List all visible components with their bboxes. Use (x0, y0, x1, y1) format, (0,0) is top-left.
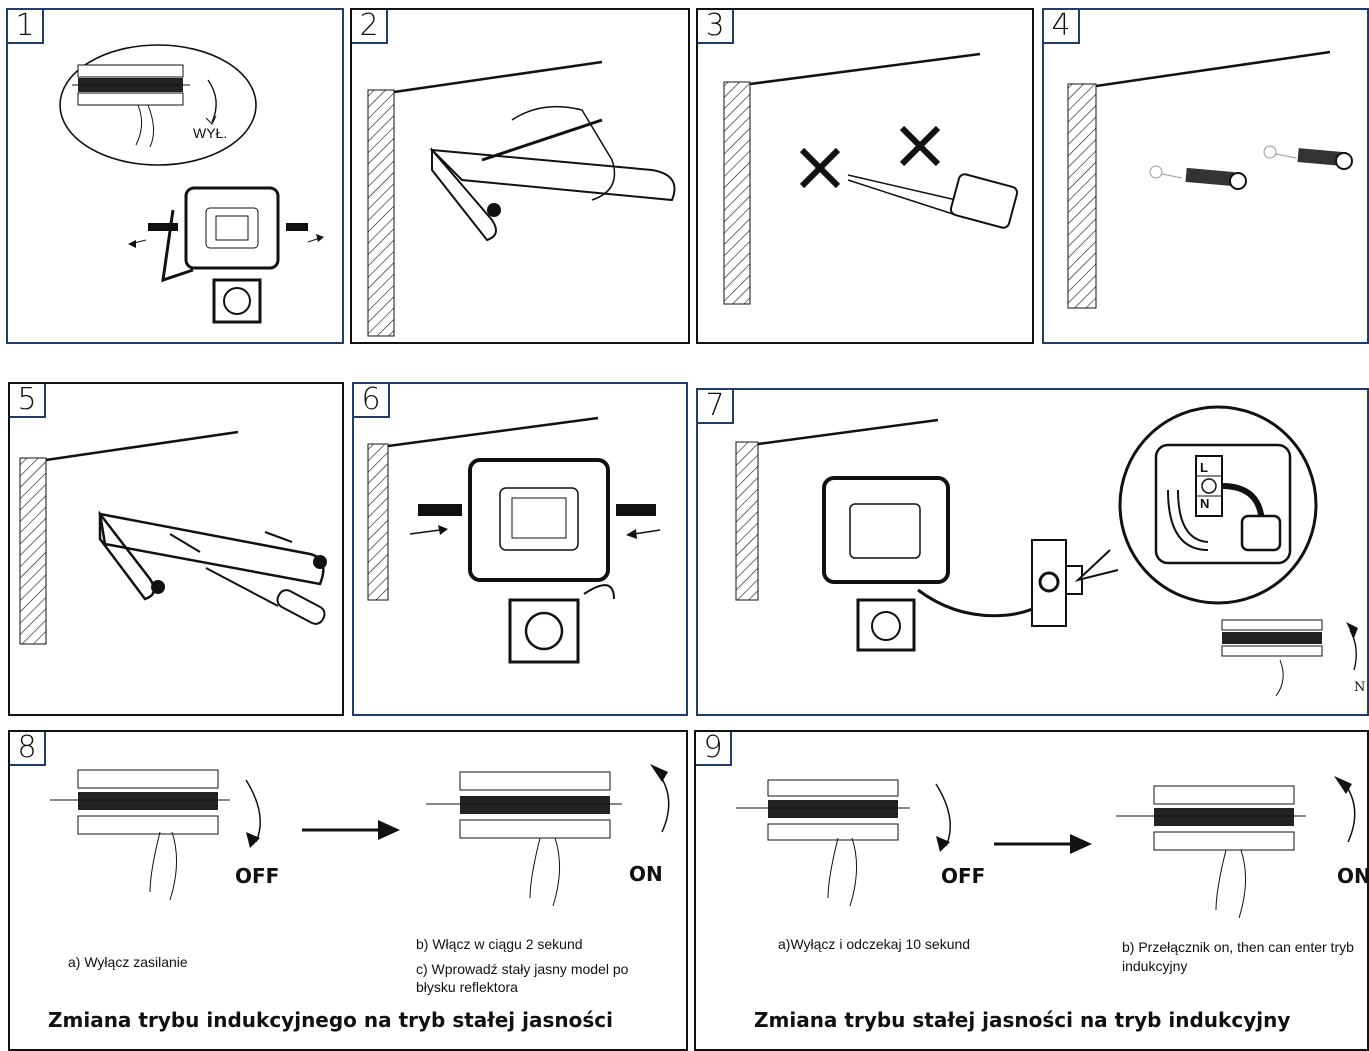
step-9-illustration (736, 776, 1356, 919)
neutral-label: N (1354, 680, 1366, 695)
drill-icon (847, 173, 1019, 229)
step-3-illustration (723, 52, 1019, 305)
step-7-illustration (735, 405, 1358, 697)
step-number: 8 (10, 732, 46, 766)
step-6-panel: 6 (352, 382, 688, 716)
step-9-panel: 9 OFF ON a)Wyłącz i odczekaj 10 sekund b… (694, 730, 1369, 1051)
step-4-panel: 4 (1042, 8, 1369, 344)
off-label: WYŁ. (193, 125, 228, 141)
instruction-b: b) Przełącznik on, then can enter tryb i… (1122, 939, 1354, 974)
step-number: 7 (698, 390, 734, 424)
floodlight-icon (822, 476, 950, 652)
step-number: 5 (10, 384, 46, 418)
step-8-panel: 8 OFF ON a) Wyłącz zasilanie b) Włącz w … (8, 730, 688, 1051)
step-1-illustration (59, 44, 324, 324)
step-3-panel: 3 (696, 8, 1034, 344)
terminal-block-icon (1195, 455, 1223, 517)
step-5-panel: 5 (8, 382, 344, 716)
breaker-strip-icon (426, 771, 622, 839)
step-8-illustration (50, 764, 670, 907)
floodlight-icon (161, 186, 280, 324)
breaker-strip-icon (50, 769, 230, 835)
screwdriver-icon (205, 567, 326, 625)
mode-change-title: Zmiana trybu stałej jasności na tryb ind… (754, 1008, 1291, 1032)
step-4-illustration (1067, 50, 1353, 309)
instruction-b: b) Włącz w ciągu 2 sekund (416, 936, 583, 952)
breaker-strip-icon (72, 64, 190, 106)
step-6-illustration (367, 416, 661, 664)
step-7-panel: 7 L N (696, 388, 1369, 716)
step-number: 6 (354, 384, 390, 418)
on-label: ON (1337, 864, 1369, 888)
off-label: OFF (941, 864, 986, 888)
step-number: 2 (352, 10, 388, 44)
breaker-strip-icon (1116, 785, 1306, 851)
step-2-illustration (367, 60, 676, 337)
terminal-label-n: N (1200, 496, 1210, 511)
breaker-strip-icon (1221, 619, 1323, 657)
step-number: 1 (8, 10, 44, 44)
step-number: 3 (698, 10, 734, 44)
step-number: 9 (696, 732, 732, 766)
floodlight-icon (468, 458, 615, 664)
cross-icon (799, 125, 941, 189)
off-label: OFF (235, 864, 280, 888)
mode-change-title: Zmiana trybu indukcyjnego na tryb stałej… (48, 1008, 613, 1032)
instruction-a: a) Wyłącz zasilanie (68, 954, 188, 970)
step-number: 4 (1044, 10, 1080, 44)
breaker-strip-icon (736, 779, 910, 841)
step-5-illustration (19, 430, 327, 645)
terminal-label-l: L (1200, 460, 1208, 475)
step-2-panel: 2 (350, 8, 690, 344)
instruction-c: c) Wprowadź stały jasny model po błysku … (416, 961, 629, 995)
on-label: ON (629, 862, 663, 886)
step-1-panel: 1 WYŁ. (6, 8, 344, 344)
instruction-a: a)Wyłącz i odczekaj 10 sekund (778, 936, 971, 952)
wall-plug-icon (1149, 145, 1353, 190)
